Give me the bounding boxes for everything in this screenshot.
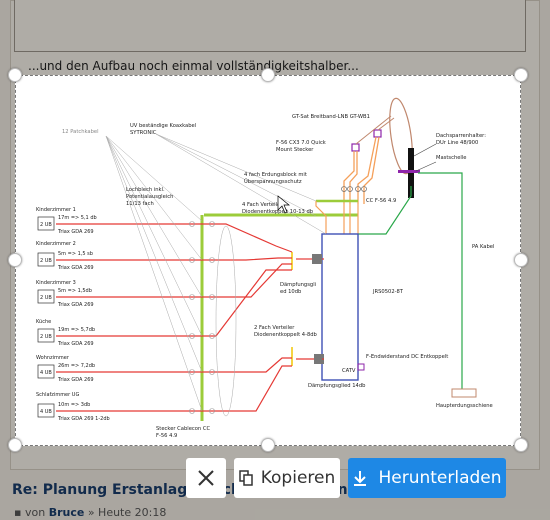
download-button[interactable]: Herunterladen: [348, 458, 506, 498]
wiring-diagram: 12 Patchkabel UV beständige Koaxkabel SY…: [36, 97, 494, 439]
copy-button[interactable]: Kopieren: [234, 458, 340, 498]
download-label: Herunterladen: [378, 468, 502, 488]
pa-label: PA Kabel: [472, 244, 494, 250]
catv-label: CATV: [342, 368, 356, 374]
lnb-label: GT-Sat Breitband-LNB GT-WB1: [292, 114, 370, 120]
resize-handle-right[interactable]: [514, 253, 528, 267]
resize-handle-bottom-right[interactable]: [514, 438, 528, 452]
room-outlet: 4 UB: [40, 370, 52, 376]
ground-bar: [451, 388, 477, 398]
copy-icon: [238, 470, 253, 486]
verteiler2-label-2: Diodenentkoppelt 4-8db: [254, 332, 318, 338]
cc-label: CC F-56 4.9: [366, 198, 396, 204]
verteiler4-label-1: 4 Fach Verteiler: [242, 202, 283, 208]
stecker-label-1: F-56 CX3 7.0 Quick: [276, 140, 326, 146]
dach-label-2: DUr Line 48/900: [436, 140, 478, 146]
mast-label: Mastschelle: [436, 155, 467, 161]
reply-by: von: [24, 506, 46, 519]
daempf2-label: Dämpfungsglied 14db: [308, 383, 366, 389]
stecker-bottom-2: F-56 4.9: [156, 433, 177, 439]
room-length: 26m => 7,2db: [58, 363, 95, 369]
room-outlet: 2 UB: [40, 222, 52, 228]
stecker-label-2: Mount Stecker: [276, 147, 314, 153]
post-caption: ...und den Aufbau noch einmal vollständi…: [28, 59, 359, 73]
dish-icon: [389, 97, 413, 175]
room-cable: Triax GDA 269: [57, 341, 94, 347]
room-name: Wohnzimmer: [36, 355, 70, 361]
daempf1-label-1: Dämpfungsgli: [280, 282, 316, 288]
attenuator-1: [312, 254, 322, 264]
close-button[interactable]: [186, 458, 226, 498]
resize-handle-bottom[interactable]: [261, 438, 275, 452]
mouse-cursor-icon: [277, 195, 290, 214]
room-name: Kinderzimmer 2: [36, 241, 76, 247]
erdung-label-1: 4 fach Erdungsblock mit: [244, 172, 307, 178]
haupt-label: Haupterdungsschiene: [436, 403, 493, 409]
doc-icon: ▪: [14, 506, 22, 519]
lnb-right: [373, 129, 382, 138]
verteiler2-label-1: 2 Fach Verteiler: [254, 325, 295, 331]
room-name: Kinderzimmer 1: [36, 207, 76, 213]
lochblech-label-3: 11/13 fach: [126, 201, 154, 207]
dach-label-1: Dachsparrenhalter:: [436, 133, 486, 139]
mast-clamp: [398, 170, 420, 173]
room-cable: Triax GDA 269: [57, 229, 94, 235]
resize-handle-top-right[interactable]: [514, 68, 528, 82]
room-outlet: 2 UB: [40, 334, 52, 340]
room-outlet: 4 UB: [40, 409, 52, 415]
stecker-bottom-1: Stecker Cablecon CC: [156, 426, 210, 432]
room-length: 5m => 1,5 sb: [58, 251, 93, 257]
download-icon: [354, 471, 367, 486]
lochblech-label-2: Potentialausgleich: [126, 194, 173, 200]
lochblech-label-1: Lochblech inkl.: [126, 187, 165, 193]
multiswitch: [321, 233, 359, 381]
coax-label: UV beständige Koaxkabel: [130, 123, 196, 129]
room-cable: Triax GDA 269 1-2db: [57, 416, 110, 422]
lnb-left: [351, 143, 360, 152]
reply-sep: »: [87, 506, 95, 519]
room-cable: Triax GDA 269: [57, 302, 94, 308]
patch-label: 12 Patchkabel: [62, 129, 99, 135]
reply-time: Heute 20:18: [98, 506, 167, 519]
quote-box: [14, 0, 526, 52]
room-outlet: 2 UB: [40, 295, 52, 301]
room-cable: Triax GDA 269: [57, 377, 94, 383]
selection-area[interactable]: 12 Patchkabel UV beständige Koaxkabel SY…: [15, 75, 521, 446]
daempf1-label-2: ed 10db: [280, 289, 302, 295]
resize-handle-top-left[interactable]: [8, 68, 22, 82]
erdung-label-2: Überspannungsschutz: [244, 178, 302, 185]
room-length: 17m => 5,1 db: [58, 215, 97, 221]
jrs-label: JRS0502-8T: [372, 289, 404, 295]
copy-label: Kopieren: [260, 468, 336, 488]
room-cable: Triax GDA 269: [57, 265, 94, 271]
verteiler4-label-2: Diodenentkoppelt 10-13 db: [242, 209, 314, 215]
reply-meta: ▪ von Bruce » Heute 20:18: [14, 506, 166, 519]
room-name: Kinderzimmer 3: [36, 280, 76, 286]
coax-brand: SYTRONIC: [130, 130, 157, 136]
attenuator-2: [314, 354, 324, 364]
screenshot-toolbar: Kopieren Herunterladen: [186, 458, 506, 498]
room-length: 19m => 5,7db: [58, 327, 95, 333]
room-length: 10m => 3db: [58, 402, 90, 408]
close-icon: [198, 470, 214, 486]
reply-author[interactable]: Bruce: [48, 506, 85, 519]
fend-label: F-Endwiderstand DC Entkoppelt: [366, 354, 448, 360]
room-outlet: 2 UB: [40, 258, 52, 264]
room-name: Schlafzimmer UG: [36, 392, 79, 398]
room-name: Küche: [36, 319, 51, 325]
resize-handle-left[interactable]: [8, 253, 22, 267]
room-length: 5m => 1,5db: [58, 288, 92, 294]
resize-handle-top[interactable]: [261, 68, 275, 82]
resize-handle-bottom-left[interactable]: [8, 438, 22, 452]
